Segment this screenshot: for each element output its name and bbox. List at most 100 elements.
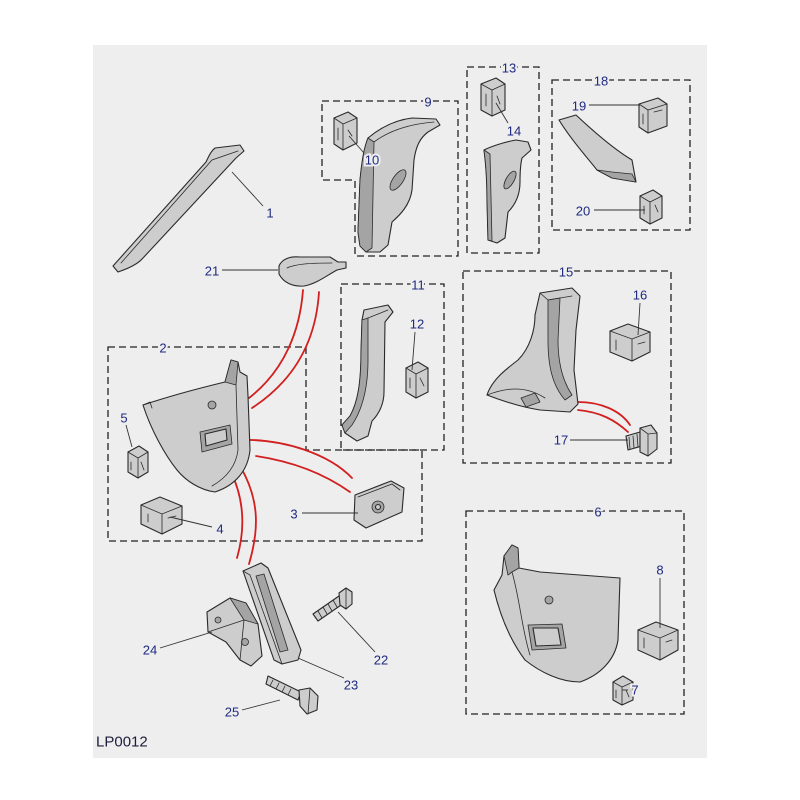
callout-2: 2 [159, 341, 166, 356]
part-6-hole [544, 595, 554, 605]
part-2-hole [207, 400, 217, 410]
part-2-edges [142, 384, 239, 487]
part-24-hole-b [241, 638, 249, 646]
callout-4: 4 [216, 522, 223, 537]
part-8 [637, 621, 679, 661]
part-20-body [639, 189, 663, 225]
callout-3: 3 [290, 507, 297, 522]
connector-2-to-3-a [235, 438, 353, 479]
part-5 [127, 445, 149, 479]
part-13-body [480, 77, 506, 117]
group-box-9 [321, 100, 459, 257]
part-24-flange [229, 597, 259, 625]
callout-9: 9 [424, 95, 431, 110]
part-6-edge [511, 571, 531, 656]
callout-10: 10 [365, 153, 379, 168]
part-25 [265, 675, 319, 715]
callout-25: 25 [225, 705, 239, 720]
callout-7: 7 [631, 683, 638, 698]
part-20-edges [639, 195, 663, 225]
part-10 [333, 111, 358, 151]
part-6-tab [503, 544, 520, 576]
part-11-side [341, 317, 369, 434]
part-10-body [333, 111, 358, 151]
callout-8: 8 [656, 563, 663, 578]
connector-15-to-17-b [577, 409, 629, 433]
group-box-13 [466, 66, 540, 254]
part-15-channel [547, 297, 573, 401]
part-19-body [638, 97, 668, 134]
part-16-edges [609, 330, 651, 362]
part-13-edges [480, 83, 506, 117]
connector-15-to-17-a [577, 401, 631, 426]
part-23-edge [242, 570, 283, 665]
leader-lines [125, 102, 661, 711]
part-7-edges [612, 681, 634, 706]
connector-2-to-23-b [239, 465, 257, 565]
callout-18: 18 [594, 74, 608, 89]
part-24-edges [207, 619, 245, 661]
part-4-edges [140, 504, 183, 535]
callout-21: 21 [205, 264, 219, 279]
callout-15: 15 [559, 265, 573, 280]
callout-19: 19 [572, 99, 586, 114]
callout-1: 1 [266, 206, 273, 221]
leader-14 [495, 102, 509, 124]
part-3-edge [357, 483, 401, 498]
part-19-edges [638, 103, 668, 134]
part-9 [357, 117, 441, 253]
group-box-15 [462, 270, 672, 464]
part-4 [140, 496, 183, 535]
callout-23: 23 [344, 678, 358, 693]
part-15-slot [520, 392, 541, 408]
part-2-slot [204, 428, 228, 447]
part-6-slot [532, 627, 562, 647]
leader-23 [297, 657, 345, 679]
part-15-edges [486, 292, 573, 399]
part-14 [483, 139, 532, 244]
part-24 [206, 597, 263, 667]
part-3 [353, 480, 405, 529]
callout-5: 5 [120, 411, 127, 426]
part-22 [312, 587, 353, 622]
part-22-head [338, 587, 353, 610]
part-25-thread [269, 679, 292, 696]
callout-16: 16 [633, 288, 647, 303]
part-17-head-edges [639, 427, 658, 457]
callout-14: 14 [507, 124, 521, 139]
callout-labels: 1 2 3 4 5 6 7 8 9 10 11 12 13 14 15 16 1… [118, 59, 665, 722]
part-14-slot [503, 170, 517, 190]
part-5-edges [127, 451, 149, 479]
part-2-tab [224, 359, 239, 386]
part-11-edge [367, 309, 389, 319]
part-25-head-edge [307, 687, 311, 715]
part-1 [112, 144, 245, 273]
part-15 [486, 287, 581, 413]
leader-4 [169, 516, 213, 528]
callout-17: 17 [554, 433, 568, 448]
part-22-thread [317, 599, 338, 619]
group-box-18 [551, 79, 691, 231]
part-3-hole [374, 503, 382, 511]
group-box-6 [465, 510, 685, 715]
part-6-body [493, 544, 621, 683]
part-21 [278, 256, 347, 287]
part-12-body [405, 361, 429, 399]
part-17 [625, 424, 658, 457]
leader-12 [411, 331, 416, 371]
part-9-side [357, 137, 375, 253]
part-2-body [142, 359, 251, 493]
part-6 [493, 544, 621, 683]
part-1-body [112, 144, 245, 273]
part-16 [609, 323, 651, 362]
leader-16 [637, 302, 641, 336]
part-8-body [637, 621, 679, 661]
callout-22: 22 [374, 653, 388, 668]
connector-21-to-2-a [248, 289, 304, 399]
part-11 [341, 304, 394, 442]
part-10-edges [333, 117, 358, 151]
part-18-edge [596, 169, 637, 183]
part-25-shank [265, 675, 302, 701]
connector-curves [229, 289, 631, 565]
callout-13: 13 [502, 61, 516, 76]
